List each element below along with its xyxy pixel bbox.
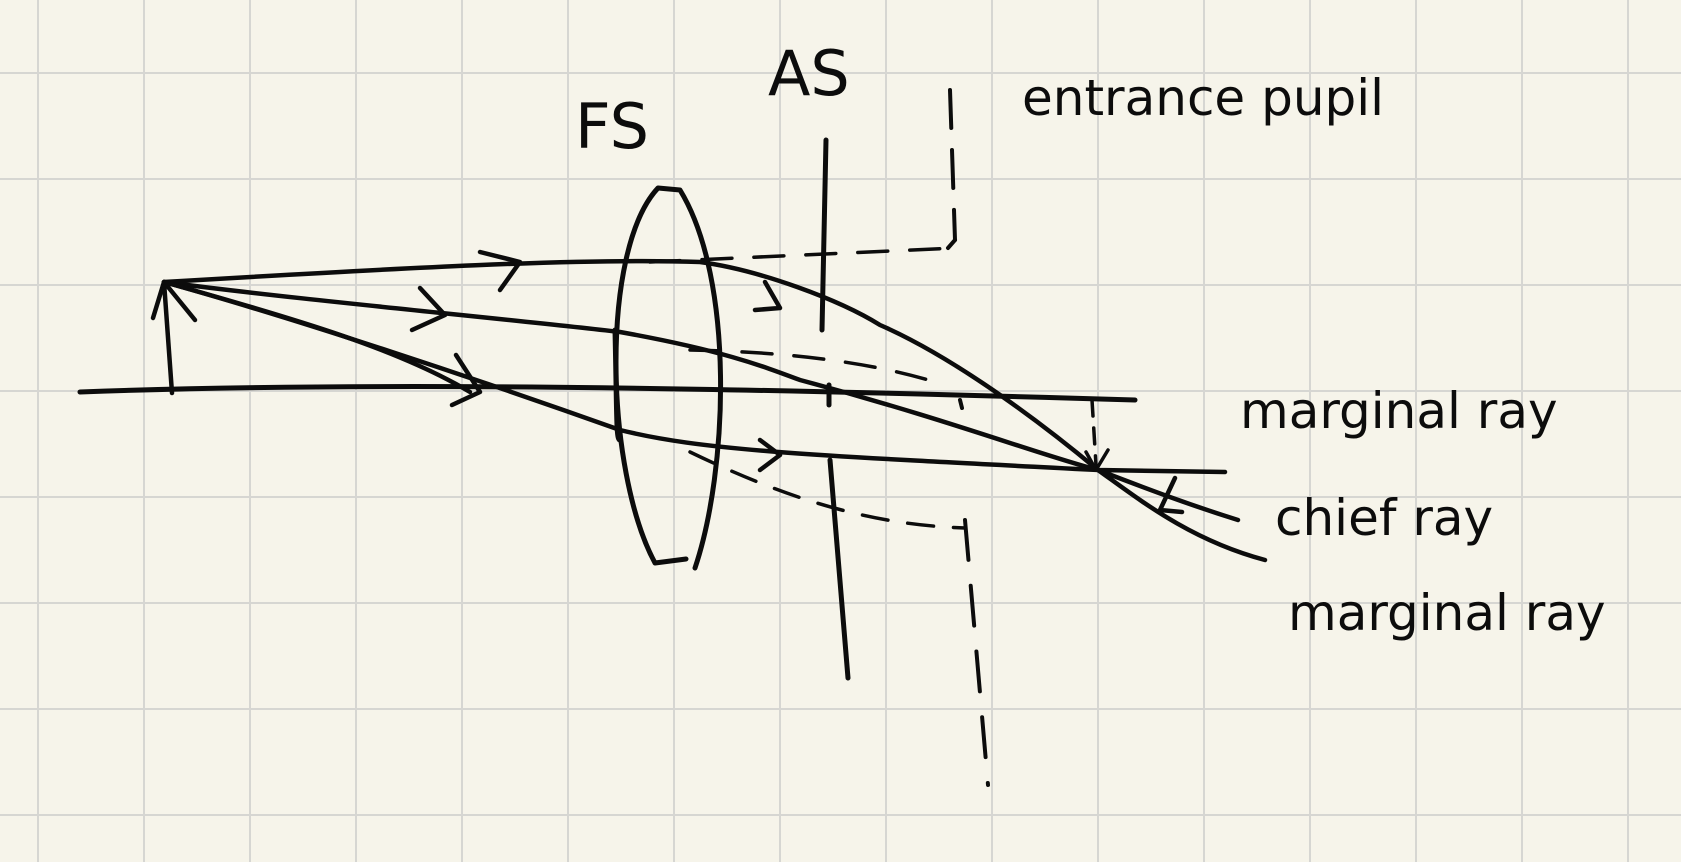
lens-field-stop [612,185,723,571]
label-field-stop: FS [575,90,649,163]
entrance-pupil-line [946,88,990,787]
ray-arrowheads [409,249,1185,515]
ray-axial-lower [161,279,473,395]
label-aperture-stop: AS [768,37,850,110]
optical-axis [77,384,1138,403]
ray-middle [161,279,1241,523]
label-chief-ray: chief ray [1275,489,1493,547]
ray-top-marginal [161,258,1268,563]
label-marginal-ray-lower: marginal ray [1288,584,1606,642]
label-marginal-ray-upper: marginal ray [1240,382,1558,440]
label-entrance-pupil: entrance pupil [1022,69,1384,127]
